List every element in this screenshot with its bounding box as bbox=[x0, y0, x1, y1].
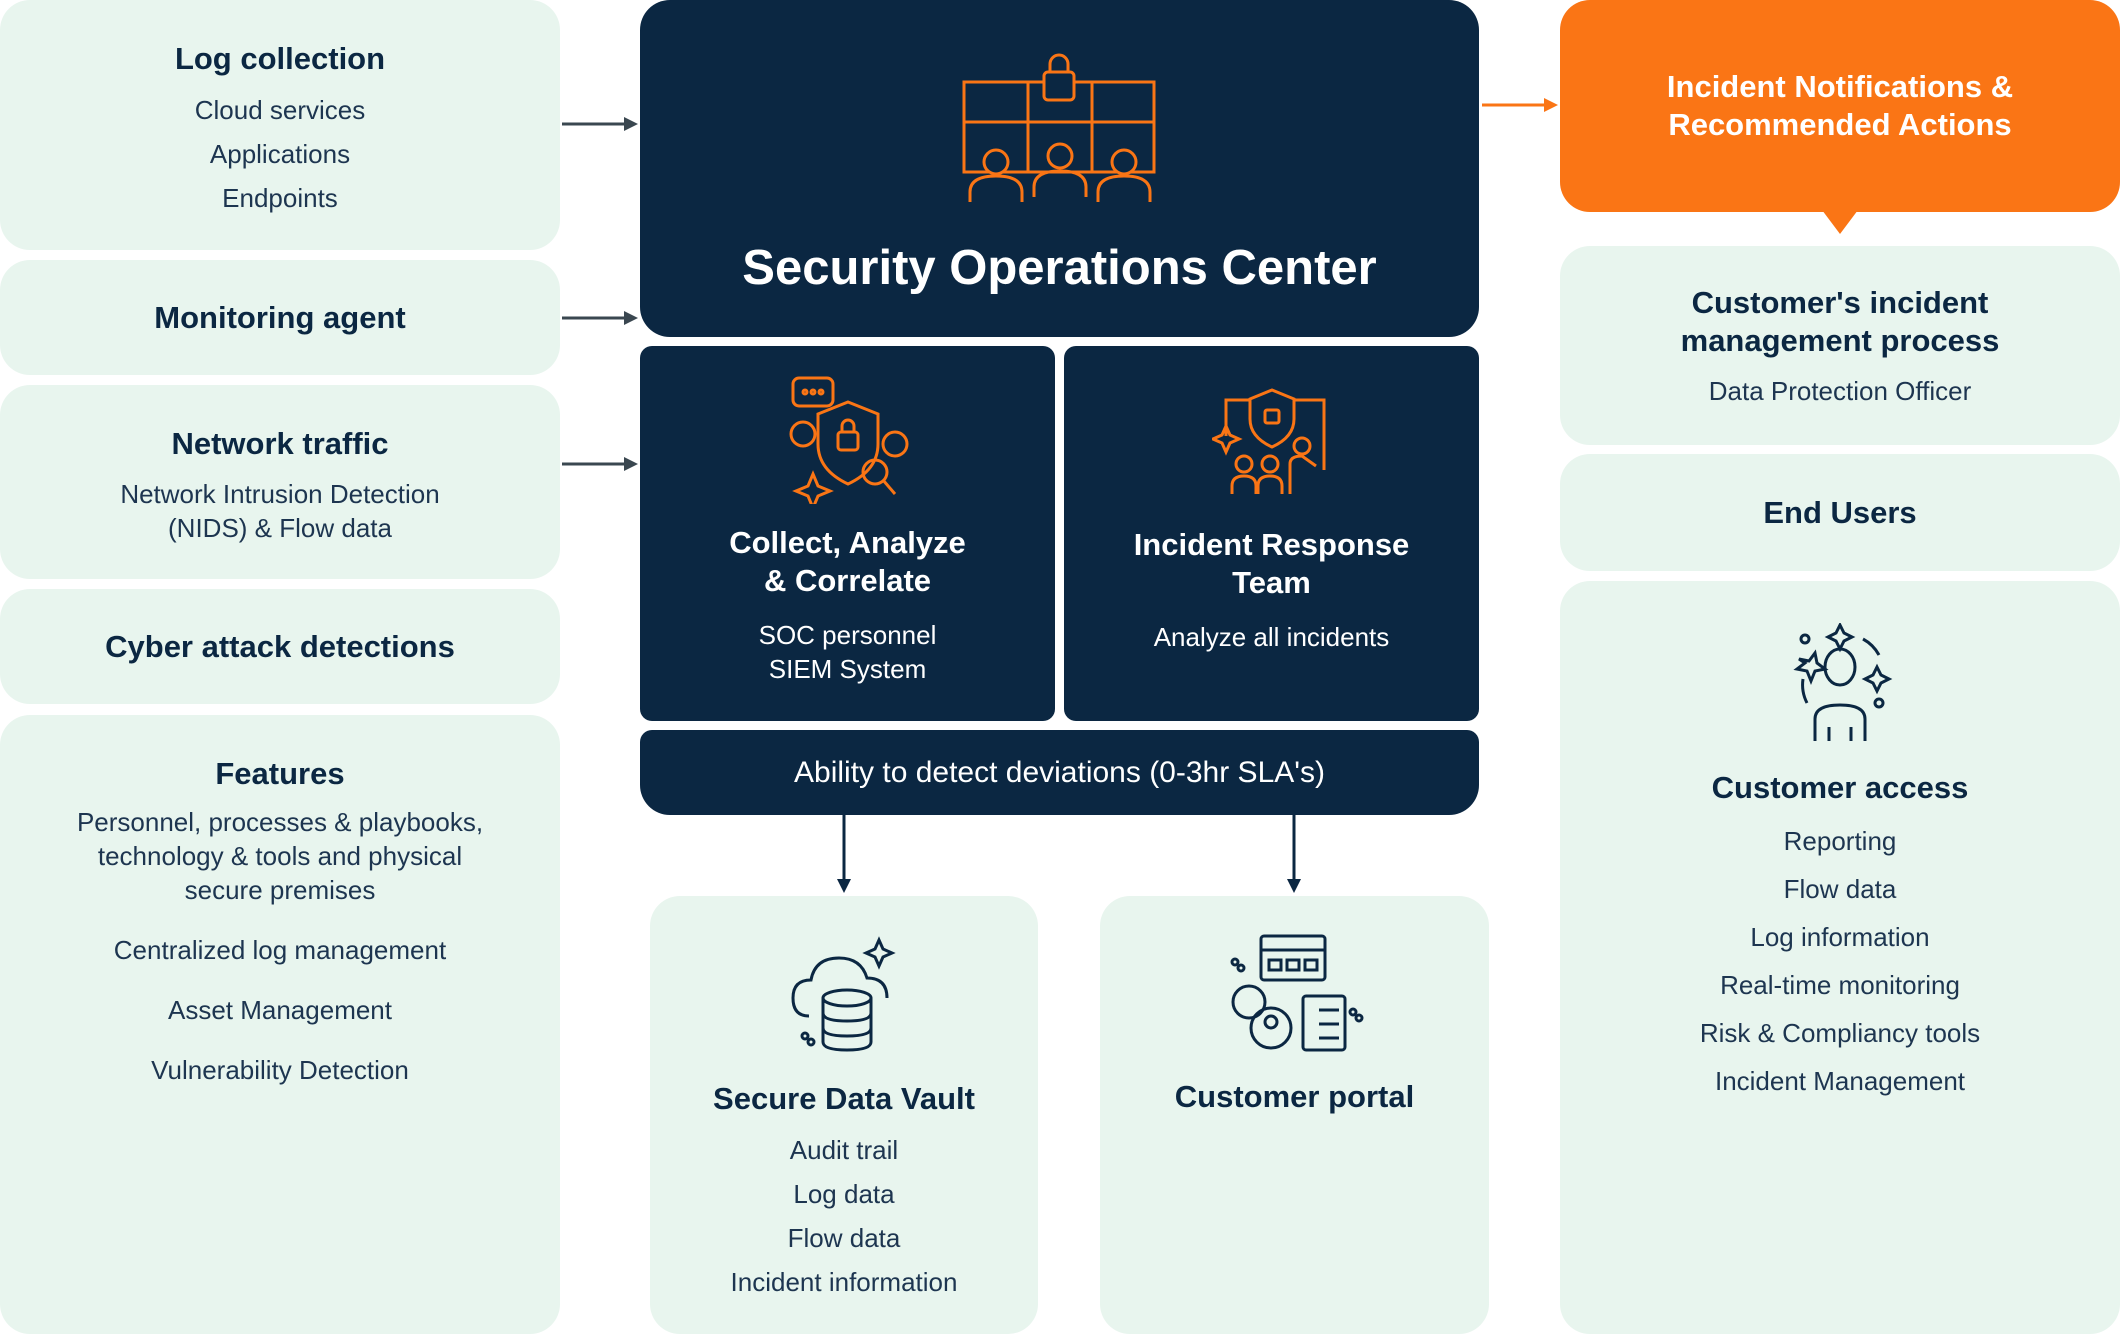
list-item: Asset Management bbox=[167, 995, 392, 1025]
features-title: Features bbox=[215, 756, 345, 791]
notif-title-line1: Incident Notifications & bbox=[1666, 69, 2014, 104]
cyber-attack-title: Cyber attack detections bbox=[105, 628, 455, 664]
response-team-icon bbox=[1211, 388, 1325, 494]
list-item: SIEM System bbox=[768, 654, 927, 684]
cloud-database-icon bbox=[791, 936, 896, 1052]
collect-title-line1: Collect, Analyze bbox=[729, 525, 966, 560]
customer-access-title: Customer access bbox=[1711, 770, 1969, 805]
soc-monitor-team-icon bbox=[962, 53, 1155, 202]
arrow-network-to-collect bbox=[562, 457, 638, 471]
arrow-log-to-soc bbox=[562, 117, 638, 131]
end-users-box: End Users bbox=[1560, 454, 2120, 571]
list-item: (NIDS) & Flow data bbox=[168, 513, 392, 543]
list-item: Centralized log management bbox=[113, 935, 447, 965]
list-item: technology & tools and physical bbox=[97, 841, 463, 871]
callout-pointer bbox=[1822, 210, 1858, 234]
log-collection-box: Log collection Cloud services Applicatio… bbox=[0, 0, 560, 250]
shield-analysis-icon bbox=[789, 376, 908, 504]
ability-text: Ability to detect deviations (0-3hr SLA'… bbox=[794, 755, 1325, 789]
monitoring-agent-title: Monitoring agent bbox=[154, 299, 406, 335]
soc-box: Security Operations Center bbox=[640, 0, 1479, 337]
portal-users-icon bbox=[1230, 934, 1363, 1052]
secure-data-vault-box: Secure Data Vault Audit trail Log data F… bbox=[650, 896, 1038, 1334]
arrow-to-vault bbox=[837, 815, 851, 893]
customer-portal-box: Customer portal bbox=[1100, 896, 1489, 1334]
list-item: Cloud services bbox=[194, 95, 366, 125]
incident-response-box: Incident Response Team Analyze all incid… bbox=[1064, 346, 1479, 721]
process-title-line2: management process bbox=[1680, 323, 2000, 358]
list-item: Endpoints bbox=[222, 183, 338, 213]
log-collection-title: Log collection bbox=[174, 41, 386, 76]
portal-title: Customer portal bbox=[1174, 1079, 1415, 1114]
cyber-attack-box: Cyber attack detections bbox=[0, 589, 560, 704]
process-title-line1: Customer's incident bbox=[1691, 285, 1989, 320]
customer-access-box: Customer access Reporting Flow data Log … bbox=[1560, 581, 2120, 1334]
list-item: Incident information bbox=[730, 1267, 958, 1297]
list-item: Log data bbox=[793, 1179, 895, 1209]
ir-title-line2: Team bbox=[1232, 565, 1311, 600]
list-item: Flow data bbox=[1783, 874, 1897, 904]
list-item: Applications bbox=[209, 139, 351, 169]
arrow-monitoring-to-soc bbox=[562, 311, 638, 325]
list-item: Data Protection Officer bbox=[1708, 376, 1972, 406]
list-item: Incident Management bbox=[1714, 1066, 1966, 1096]
notif-title-line2: Recommended Actions bbox=[1668, 107, 2012, 142]
soc-title: Security Operations Center bbox=[742, 241, 1377, 295]
list-item: Risk & Compliancy tools bbox=[1699, 1018, 1981, 1048]
list-item: secure premises bbox=[184, 875, 376, 905]
list-item: Flow data bbox=[787, 1223, 901, 1253]
end-users-title: End Users bbox=[1763, 494, 1917, 530]
collect-title-line2: & Correlate bbox=[763, 563, 932, 598]
network-traffic-title: Network traffic bbox=[171, 426, 389, 461]
incident-notifications-callout: Incident Notifications & Recommended Act… bbox=[1560, 0, 2120, 212]
list-item: Log information bbox=[1750, 922, 1930, 952]
list-item: Network Intrusion Detection bbox=[120, 479, 440, 509]
list-item: Reporting bbox=[1783, 826, 1897, 856]
monitoring-agent-box: Monitoring agent bbox=[0, 260, 560, 375]
list-item: Analyze all incidents bbox=[1153, 622, 1390, 652]
network-traffic-box: Network traffic Network Intrusion Detect… bbox=[0, 385, 560, 579]
user-sparkle-icon bbox=[1793, 623, 1893, 741]
incident-process-box: Customer's incident management process D… bbox=[1560, 246, 2120, 445]
features-box: Features Personnel, processes & playbook… bbox=[0, 715, 560, 1334]
list-item: Real-time monitoring bbox=[1720, 970, 1960, 1000]
arrow-soc-to-notifications bbox=[1482, 98, 1558, 112]
list-item: SOC personnel bbox=[758, 620, 937, 650]
ability-bar: Ability to detect deviations (0-3hr SLA'… bbox=[640, 730, 1479, 815]
list-item: Personnel, processes & playbooks, bbox=[76, 807, 484, 837]
arrow-to-portal bbox=[1287, 815, 1301, 893]
vault-title: Secure Data Vault bbox=[713, 1081, 975, 1116]
collect-analyze-box: Collect, Analyze & Correlate SOC personn… bbox=[640, 346, 1055, 721]
list-item: Vulnerability Detection bbox=[151, 1055, 409, 1085]
list-item: Audit trail bbox=[789, 1135, 899, 1165]
ir-title-line1: Incident Response bbox=[1133, 527, 1410, 562]
